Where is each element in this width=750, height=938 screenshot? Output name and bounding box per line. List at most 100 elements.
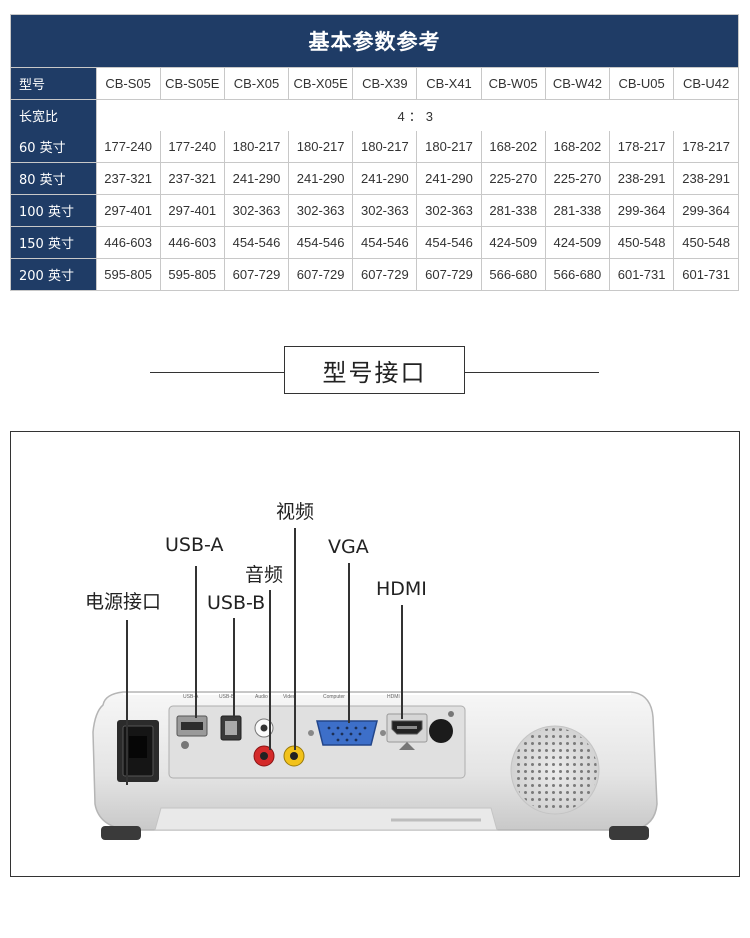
distance-range-cell: 281-338 [480, 194, 546, 227]
distance-range-cell: 241-290 [223, 162, 290, 195]
usb-b-callout-line [233, 618, 235, 718]
aspect-ratio-row: 长宽比 4：3 [11, 99, 738, 131]
usb-b-label: USB-B [207, 592, 266, 614]
distance-range-cell: 180-217 [416, 131, 482, 163]
screen-size-label: 80 英寸 [11, 162, 97, 195]
distance-range-cell: 168-202 [544, 131, 611, 163]
distance-range-cell: 241-290 [416, 162, 482, 195]
model-header-label: 型号 [11, 68, 97, 100]
distance-range-cell: 450-548 [608, 226, 675, 259]
screen-size-label: 100 英寸 [11, 194, 97, 227]
hdmi-callout-line [401, 605, 403, 719]
distance-range-cell: 601-731 [673, 258, 738, 290]
distance-range-cell: 424-509 [544, 226, 611, 259]
distance-range-cell: 168-202 [480, 131, 546, 163]
distance-range-cell: 238-291 [608, 162, 675, 195]
screen-size-label: 60 英寸 [11, 131, 97, 163]
distance-range-cell: 566-680 [480, 258, 546, 290]
usb-a-label: USB-A [165, 534, 224, 556]
distance-range-cell: 450-548 [673, 226, 738, 259]
section-title: 型号接口 [284, 346, 465, 394]
hdmi-label: HDMI [376, 578, 427, 600]
svg-text:USB-A: USB-A [183, 694, 199, 700]
svg-text:Video: Video [283, 694, 296, 700]
projector-rear-illustration: USB-A USB-B Audio Video Computer HDMI [92, 691, 658, 840]
distance-range-cell: 454-546 [416, 226, 482, 259]
distance-range-cell: 454-546 [352, 226, 418, 259]
section-divider-right [465, 372, 599, 373]
distance-range-cell: 302-363 [223, 194, 290, 227]
distance-range-cell: 302-363 [288, 194, 354, 227]
spec-table: 基本参数参考 型号 CB-S05 CB-S05E CB-X05 CB-X05E … [10, 14, 739, 291]
distance-range-cell: 178-217 [673, 131, 738, 163]
model-name: CB-X39 [352, 68, 418, 100]
ports-photo-frame: USB-A USB-B Audio Video Computer HDMI [10, 431, 740, 877]
screen-size-label: 200 英寸 [11, 258, 97, 290]
distance-range-cell: 180-217 [223, 131, 290, 163]
model-name: CB-S05E [159, 68, 225, 100]
distance-range-cell: 297-401 [159, 194, 225, 227]
distance-range-cell: 302-363 [352, 194, 418, 227]
foot-right [609, 826, 649, 840]
audio-callout-line [269, 590, 271, 750]
foot-left [101, 826, 141, 840]
audio-label: 音频 [245, 564, 284, 586]
distance-range-cell: 299-364 [673, 194, 738, 227]
model-name: CB-U05 [608, 68, 675, 100]
distance-range-cell: 225-270 [480, 162, 546, 195]
distance-range-cell: 281-338 [544, 194, 611, 227]
distance-range-cell: 424-509 [480, 226, 546, 259]
aspect-ratio-label: 长宽比 [11, 99, 97, 131]
power-port-label: 电源接口 [85, 591, 162, 613]
power-callout-line [126, 620, 128, 785]
section-divider-left [150, 372, 284, 373]
distance-range-cell: 237-321 [159, 162, 225, 195]
usb-a-callout-line [195, 566, 197, 718]
distance-range-cell: 299-364 [608, 194, 675, 227]
distance-range-cell: 177-240 [159, 131, 225, 163]
distance-range-cell: 446-603 [159, 226, 225, 259]
distance-range-cell: 178-217 [608, 131, 675, 163]
distance-range-cell: 238-291 [673, 162, 738, 195]
distance-range-cell: 595-805 [95, 258, 161, 290]
svg-text:USB-B: USB-B [219, 694, 235, 700]
vga-port [316, 720, 378, 746]
distance-range-cell: 454-546 [223, 226, 290, 259]
aspect-ratio-value: 4：3 [95, 99, 738, 131]
vga-label: VGA [328, 536, 369, 558]
distance-range-cell: 607-729 [223, 258, 290, 290]
distance-range-cell: 302-363 [416, 194, 482, 227]
distance-range-cell: 607-729 [416, 258, 482, 290]
model-name: CB-X05 [223, 68, 290, 100]
distance-range-cell: 177-240 [95, 131, 161, 163]
model-name: CB-X41 [416, 68, 482, 100]
distance-range-cell: 601-731 [608, 258, 675, 290]
video-label: 视频 [276, 501, 315, 523]
video-callout-line [294, 528, 296, 750]
distance-range-cell: 180-217 [352, 131, 418, 163]
distance-range-cell: 566-680 [544, 258, 611, 290]
distance-range-cell: 225-270 [544, 162, 611, 195]
model-name: CB-S05 [95, 68, 161, 100]
distance-range-cell: 241-290 [288, 162, 354, 195]
distance-range-cell: 297-401 [95, 194, 161, 227]
model-name: CB-W05 [480, 68, 546, 100]
model-name: CB-U42 [673, 68, 738, 100]
distance-range-cell: 607-729 [352, 258, 418, 290]
svg-text:Audio: Audio [255, 694, 268, 700]
spec-grid: 型号 CB-S05 CB-S05E CB-X05 CB-X05E CB-X39 … [11, 68, 738, 290]
svg-text:Computer: Computer [323, 694, 345, 700]
distance-range-cell: 595-805 [159, 258, 225, 290]
distance-range-cell: 454-546 [288, 226, 354, 259]
vga-callout-line [348, 563, 350, 723]
distance-range-cell: 237-321 [95, 162, 161, 195]
model-name: CB-W42 [544, 68, 611, 100]
screen-size-label: 150 英寸 [11, 226, 97, 259]
distance-range-cell: 241-290 [352, 162, 418, 195]
model-header-row: 型号 CB-S05 CB-S05E CB-X05 CB-X05E CB-X39 … [11, 68, 738, 100]
